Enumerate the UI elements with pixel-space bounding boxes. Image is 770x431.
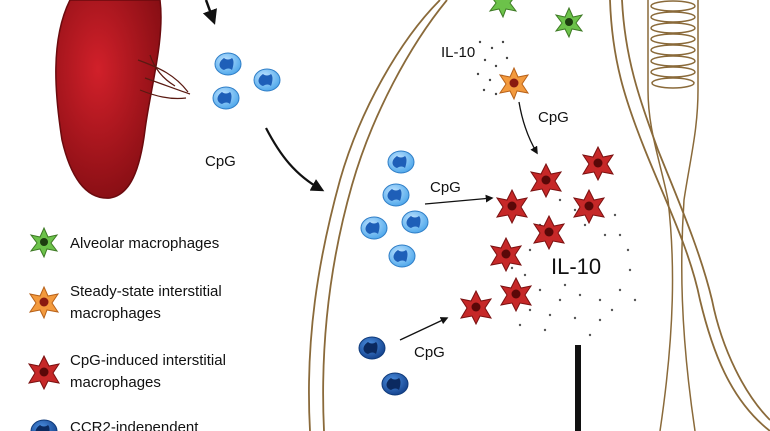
- legend-label-ccr2: CCR2-independent: [70, 419, 199, 431]
- spleen-organ: [55, 0, 191, 199]
- cpg-induced-im-cluster: [459, 145, 615, 326]
- alveolar-macrophage-legend-icon: [29, 226, 59, 259]
- trachea-rings: [650, 0, 696, 89]
- alveolar-macrophages: [488, 0, 584, 39]
- label-il10-small: IL-10: [441, 44, 475, 61]
- label-cpg-top: CpG: [205, 153, 236, 170]
- legend-label-steady-state-2: macrophages: [70, 305, 161, 322]
- label-cpg-mid: CpG: [430, 179, 461, 196]
- legend-item-cpg-induced: CpG-induced interstitial macrophages: [27, 352, 226, 391]
- monocyte-icon: [401, 210, 429, 234]
- monocyte-icon: [387, 150, 415, 174]
- steady-state-im-icon: [498, 66, 530, 101]
- legend: Alveolar macrophages Steady-state inters…: [27, 226, 226, 431]
- cpg-induced-im-icon: [572, 188, 606, 225]
- monocyte-icon: [253, 68, 281, 92]
- il10-dots-small: [476, 40, 512, 96]
- label-il10-large: IL-10: [551, 254, 601, 279]
- il10-dots-large: [503, 198, 637, 337]
- arrow-steady-to-induced: [518, 101, 538, 155]
- cpg-induced-im-icon: [459, 289, 493, 326]
- monocyte-icon: [388, 244, 416, 268]
- cpg-induced-im-icon: [499, 276, 533, 313]
- cpg-induced-im-icon: [489, 236, 523, 273]
- alveolar-macrophage-icon: [554, 6, 584, 39]
- monocyte-icon: [212, 86, 240, 110]
- monocyte-icon: [382, 183, 410, 207]
- legend-label-alveolar: Alveolar macrophages: [70, 235, 219, 252]
- lung-outline: [308, 0, 770, 431]
- legend-item-alveolar: Alveolar macrophages: [29, 226, 219, 259]
- alveolar-macrophage-icon: [488, 0, 518, 19]
- monocyte-icon: [214, 52, 242, 76]
- trachea: [647, 0, 699, 431]
- arrow-spleen-to-lung: [265, 127, 325, 192]
- cpg-induced-im-icon: [532, 214, 566, 251]
- arrow-cpg-right: [424, 194, 494, 205]
- arrow-down-top: [202, 0, 217, 25]
- cpg-induced-im-icon: [581, 145, 615, 182]
- cpg-induced-im-icon: [529, 162, 563, 199]
- monocyte-dark-icon: [358, 336, 386, 360]
- legend-label-steady-state-1: Steady-state interstitial: [70, 283, 222, 300]
- label-cpg-bottom: CpG: [414, 344, 445, 361]
- label-cpg-right: CpG: [538, 109, 569, 126]
- legend-item-ccr2: CCR2-independent: [30, 419, 199, 431]
- monocyte-dark-icon: [381, 372, 409, 396]
- cpg-induced-im-icon: [495, 188, 529, 225]
- cpg-induced-im-legend-icon: [27, 354, 61, 391]
- legend-label-cpg-induced-2: macrophages: [70, 374, 161, 391]
- legend-label-cpg-induced-1: CpG-induced interstitial: [70, 352, 226, 369]
- steady-state-im-legend-icon: [28, 285, 60, 320]
- black-bar: [575, 345, 581, 431]
- monocyte-cluster-spleen: [212, 52, 281, 110]
- monocyte-dark-legend-icon: [30, 419, 58, 431]
- monocyte-cluster-dark: [358, 336, 409, 396]
- monocyte-icon: [360, 216, 388, 240]
- legend-item-steady-state: Steady-state interstitial macrophages: [28, 283, 222, 322]
- monocyte-cluster-lung: [360, 150, 429, 268]
- arrow-cpg-bottom: [399, 317, 449, 341]
